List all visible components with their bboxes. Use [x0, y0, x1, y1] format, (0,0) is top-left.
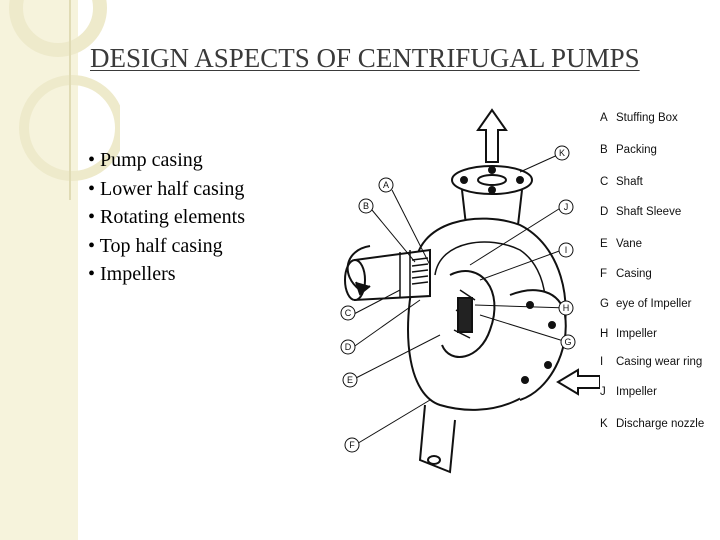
bullet-list: • Pump casing • Lower half casing • Rota… [88, 146, 245, 289]
bullet-item: • Lower half casing [88, 177, 245, 200]
bullet-item: • Top half casing [88, 234, 223, 257]
callout-j [558, 199, 574, 215]
callout-letter: A [383, 180, 389, 190]
rotation-arrow-icon [346, 245, 371, 291]
callout-letter: G [564, 337, 571, 347]
callout-e [342, 372, 358, 388]
callout-letter: K [559, 148, 565, 158]
callout-letter: B [363, 201, 369, 211]
bullet-item: • Rotating elements [88, 206, 245, 228]
discharge-arrow-icon [476, 108, 508, 163]
bullet-item: • Pump casing [88, 149, 203, 171]
pump-cutaway-diagram: A B C D E F G H I J K [340, 108, 600, 474]
callout-letter: D [345, 342, 352, 352]
bullet-item: • Impellers [88, 263, 176, 285]
casing-foot [418, 404, 456, 474]
callout-a [378, 177, 394, 193]
callout-d [340, 339, 356, 355]
callout-g [560, 334, 576, 350]
callout-c [340, 305, 356, 321]
callout-letter: C [345, 308, 352, 318]
slide-title: DESIGN ASPECTS OF CENTRIFUGAL PUMPS [90, 43, 640, 73]
callout-f [344, 437, 360, 453]
callout-i [558, 242, 574, 258]
callout-letter: J [564, 202, 569, 212]
callout-letter: H [563, 303, 570, 313]
shaft [354, 248, 431, 302]
suction-arrow-icon [556, 368, 600, 396]
callout-letter: I [565, 245, 568, 255]
callout-k [554, 145, 570, 161]
decorative-rings [9, 0, 120, 200]
callout-h [558, 300, 574, 316]
callout-letter: F [349, 440, 355, 450]
callout-letter: E [347, 375, 353, 385]
callout-b [358, 198, 374, 214]
impeller-eye [457, 297, 473, 333]
